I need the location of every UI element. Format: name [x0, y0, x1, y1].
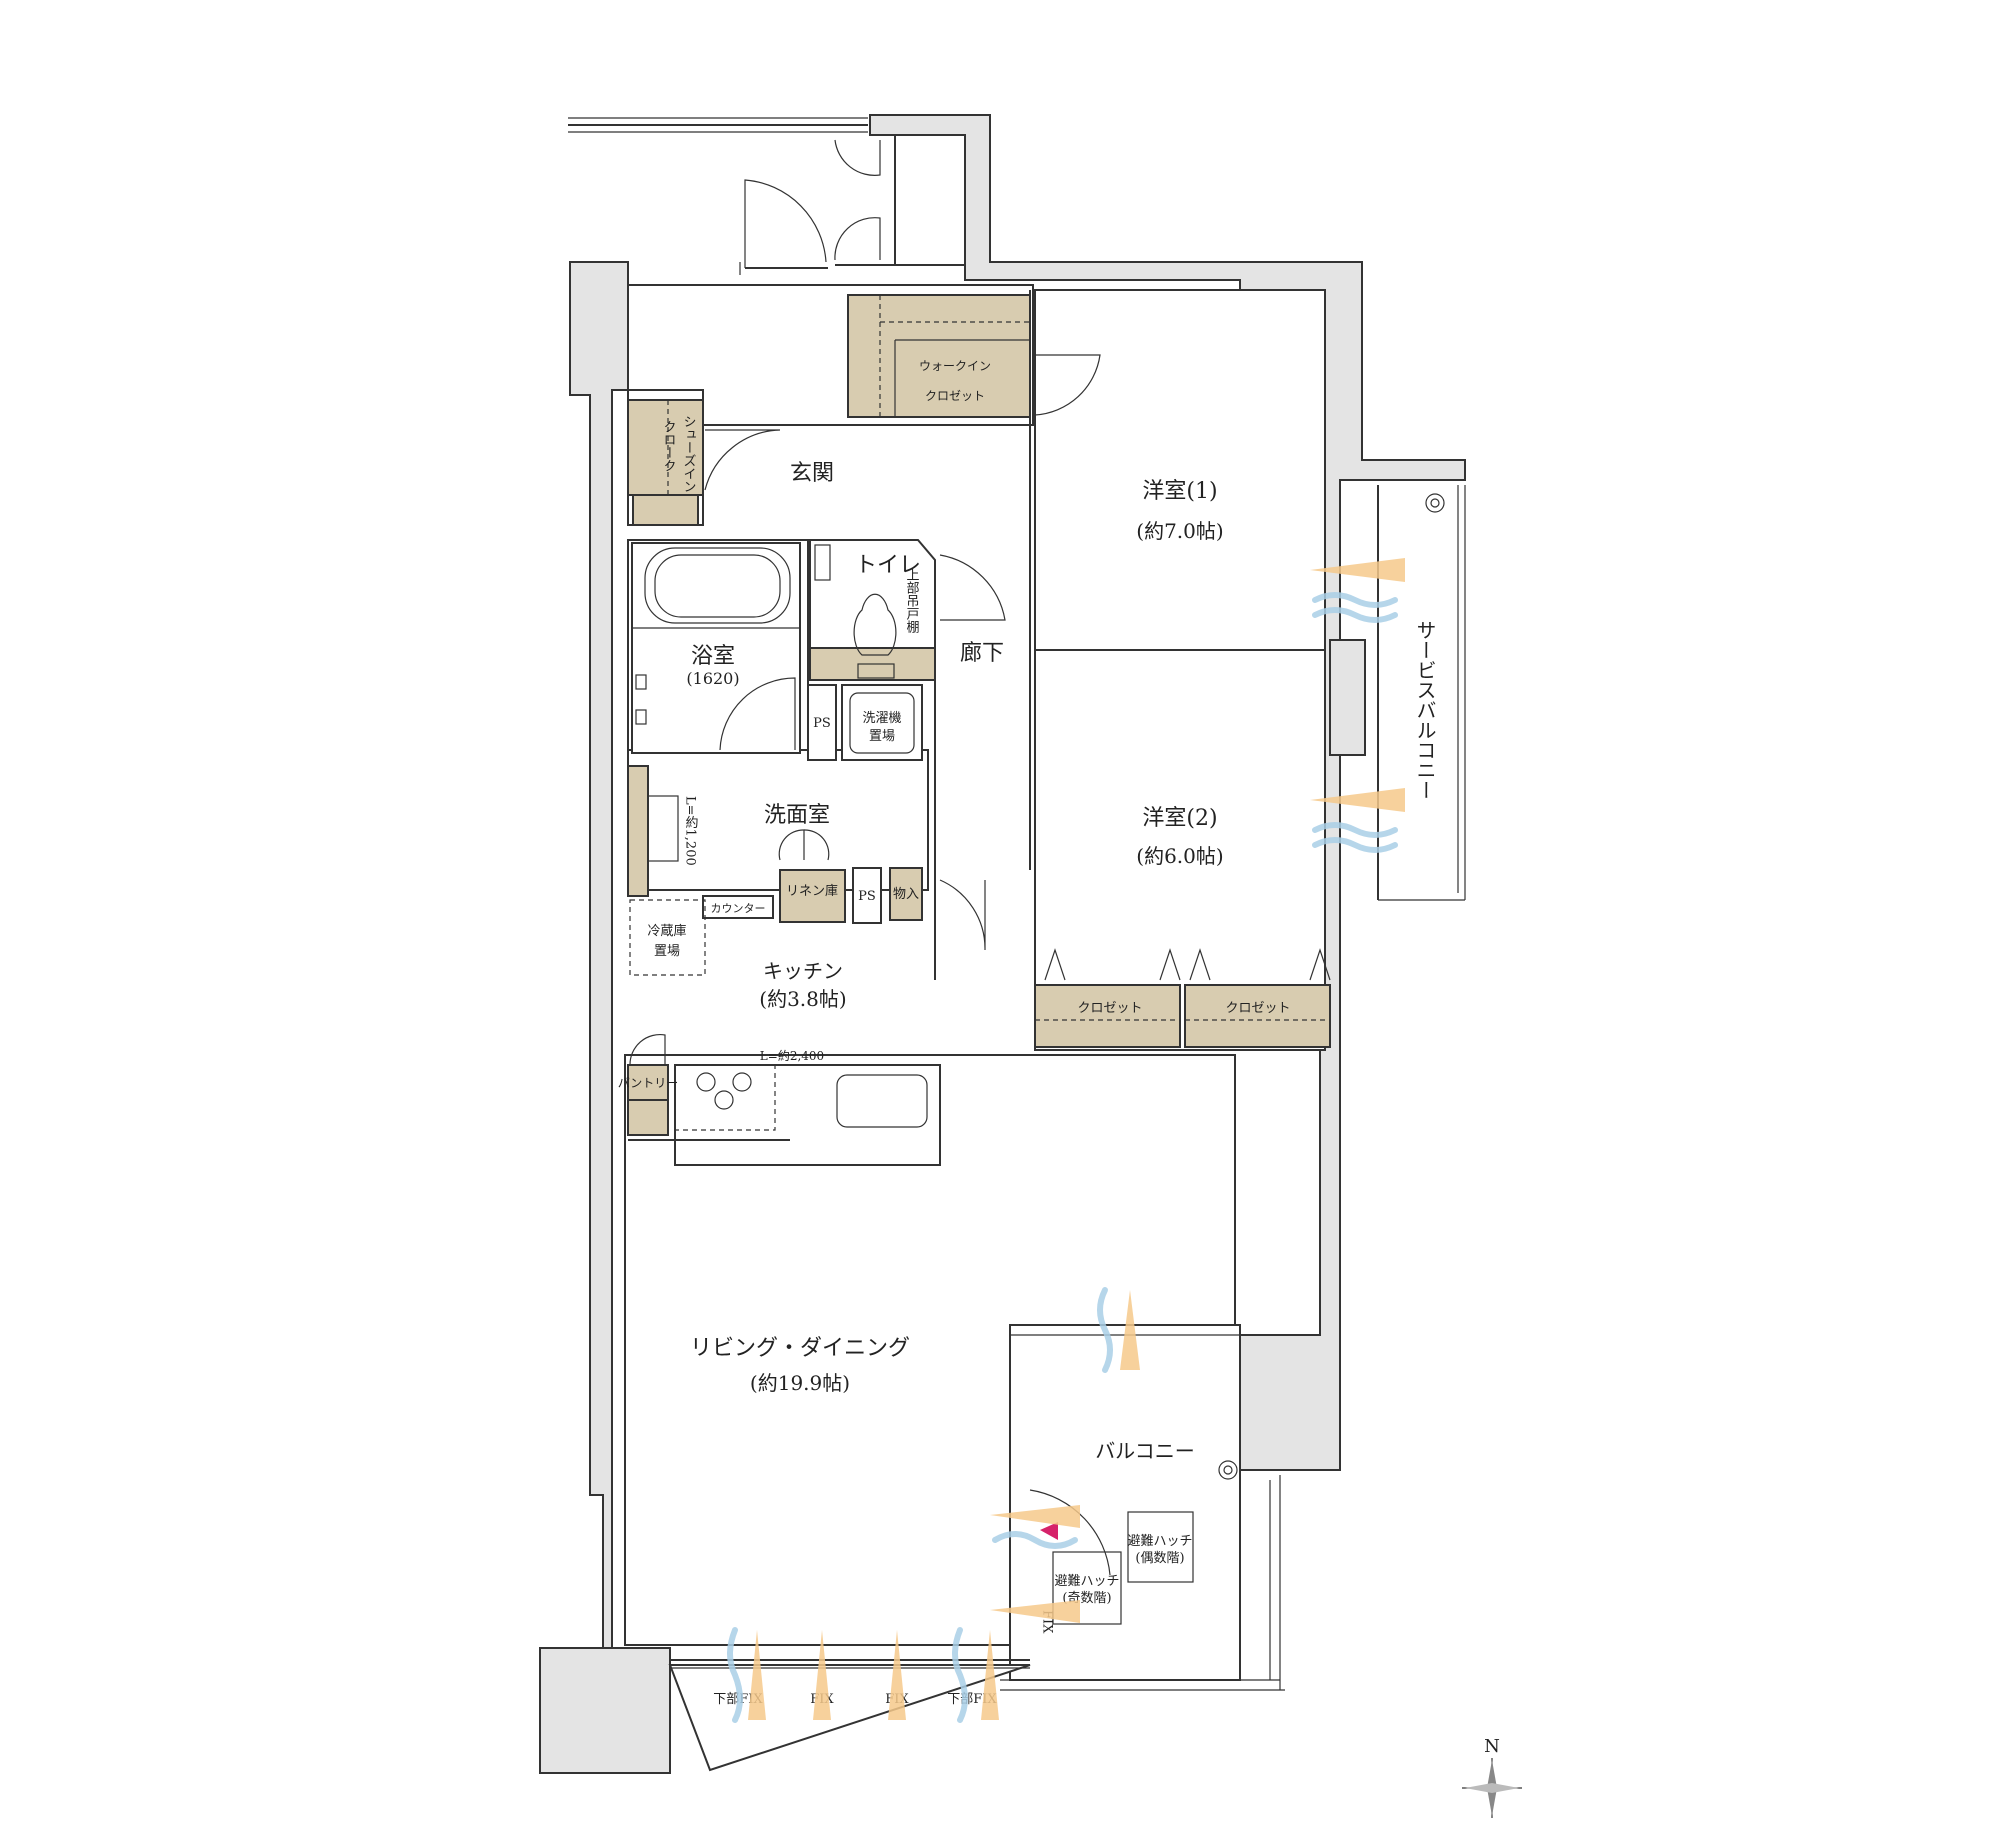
linen-label: リネン庫 — [786, 884, 838, 899]
kitchen-size: (約3.8帖) — [759, 987, 846, 1011]
counter-label: カウンター — [711, 902, 766, 915]
shoes-cloak-label: クローク — [661, 420, 676, 472]
living-name: リビング・ダイニング — [690, 1336, 910, 1361]
bath: 浴室 (1620) — [631, 542, 801, 754]
closet-a-label: クロゼット — [1077, 1001, 1142, 1016]
western2-size: (約6.0帖) — [1136, 844, 1223, 868]
fridge-label-2: 置場 — [654, 944, 680, 959]
western1-name: 洋室(1) — [1142, 479, 1217, 504]
washer-label-2: 置場 — [869, 729, 895, 744]
entrance-top — [568, 117, 966, 275]
toilet: トイレ 上部吊戸棚 — [809, 539, 1006, 681]
kitchen-counter: L=約2,400 パントリー — [618, 1033, 941, 1166]
linen-ps-storage: リネン庫 PS 物入 — [779, 867, 986, 951]
bath-size: (1620) — [686, 669, 739, 688]
balcony: バルコニー 避難ハッチ (偶数階) 避難ハッチ (奇数階) FIX — [1000, 1324, 1285, 1691]
living-size: (約19.9帖) — [750, 1371, 850, 1395]
western2-name: 洋室(2) — [1142, 806, 1217, 831]
north-label: N — [1484, 1736, 1500, 1757]
walkin-label-2: クロゼット — [925, 389, 985, 403]
fridge-label-1: 冷蔵庫 — [647, 924, 686, 939]
hatch-even-1: 避難ハッチ — [1127, 1534, 1192, 1549]
hatch-odd-1: 避難ハッチ — [1054, 1574, 1119, 1589]
south-window: 下部FIX FIX FIX 下部FIX — [668, 1659, 1031, 1772]
shoes-cloak: シューズイン クローク — [627, 399, 781, 526]
washroom: L=約1,200 洗面室 — [627, 765, 830, 897]
bath-label: 浴室 — [691, 644, 735, 669]
ps1-label: PS — [813, 716, 831, 731]
balcony-label: バルコニー — [1095, 1439, 1195, 1463]
upper-shelf-label: 上部吊戸棚 — [904, 568, 920, 633]
walk-in-closet: ウォークイン クロゼット — [847, 294, 1101, 418]
washroom-length: L=約1,200 — [683, 796, 699, 866]
washroom-label: 洗面室 — [764, 803, 830, 828]
shoes-in-label: シューズイン — [681, 415, 696, 493]
kitchen-name: キッチン — [763, 959, 843, 983]
wind-icons — [727, 558, 1405, 1723]
service-balcony: サービスバルコニー — [1377, 485, 1466, 901]
entry-marker-icon — [1040, 1522, 1058, 1540]
ps-washer: PS 洗濯機 置場 — [807, 684, 923, 761]
kitchen-length-label: L=約2,400 — [760, 1048, 824, 1063]
pantry-label: パントリー — [618, 1076, 679, 1090]
compass-icon: N — [1462, 1736, 1522, 1818]
toilet-label: トイレ — [855, 553, 921, 578]
closet-b-label: クロゼット — [1225, 1001, 1290, 1016]
ps2-label: PS — [858, 889, 876, 904]
service-balcony-label: サービスバルコニー — [1413, 620, 1437, 800]
walkin-label-1: ウォークイン — [919, 359, 991, 373]
hatch-even-2: (偶数階) — [1135, 1551, 1184, 1566]
washer-label-1: 洗濯機 — [862, 711, 901, 726]
bedroom2-closets: クロゼット クロゼット — [1034, 948, 1331, 1048]
western1-size: (約7.0帖) — [1136, 519, 1223, 543]
hallway-label: 廊下 — [960, 641, 1004, 666]
storage-label: 物入 — [893, 887, 919, 902]
genkan-label: 玄関 — [790, 461, 834, 486]
